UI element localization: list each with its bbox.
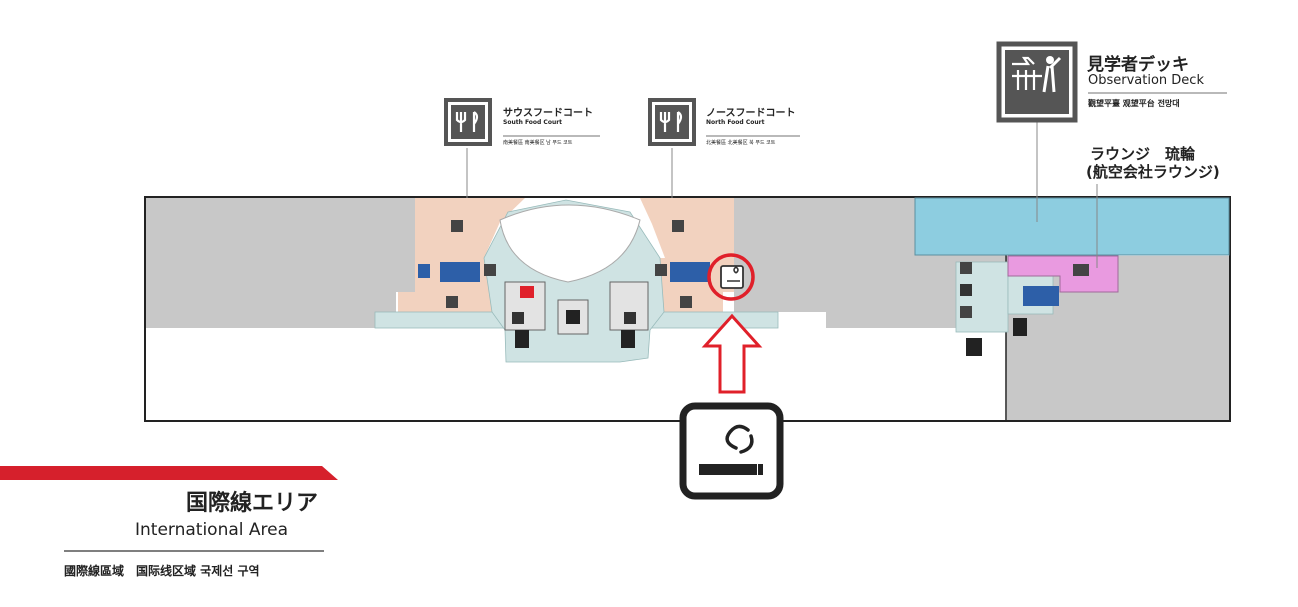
transfer-icon: [960, 306, 972, 318]
north-food-court-name-ml: 北美餐區 北美餐区 북 푸드 코트: [706, 140, 776, 146]
restroom-icon: [1023, 286, 1059, 306]
restroom-icon: [670, 262, 710, 282]
pointer-arrow: [701, 313, 763, 394]
area-name-ja: 国際線エリア: [186, 491, 319, 516]
restricted-zone-east: [1006, 256, 1229, 420]
south-food-court-name-ja: サウスフードコート: [503, 108, 593, 119]
atrium-void: [499, 204, 641, 283]
lounge-icon: [1073, 264, 1089, 276]
north-food-court-area: [640, 198, 734, 258]
area-name-en: International Area: [135, 520, 289, 540]
observation-deck-name-ja: 見学者デッキ: [1087, 55, 1189, 75]
restaurant-icon: [655, 264, 667, 276]
restroom-icon: [440, 262, 480, 282]
restaurant-icon: [672, 220, 684, 232]
south-food-court-name-ml: 南美餐區 南美餐区 남 푸드 코트: [503, 140, 573, 146]
cigarette-tip: [758, 464, 763, 475]
fork-knife-icon: [455, 111, 479, 132]
restaurant-icon: [446, 296, 458, 308]
information-icon: [960, 284, 972, 296]
transfer-icon: [960, 262, 972, 274]
observation-deck-name-en: Observation Deck: [1088, 73, 1204, 88]
escalator-icon: [512, 312, 524, 324]
south-food-court-area: [415, 198, 525, 258]
fork-knife-icon: [659, 111, 683, 132]
south-food-icon: [451, 105, 485, 139]
area-stripe: [0, 466, 338, 480]
restaurant-icon: [680, 296, 692, 308]
person-icon: [1046, 56, 1054, 64]
lift-icon: [515, 330, 529, 348]
person-body: [1042, 56, 1062, 93]
north-food-icon: [655, 105, 689, 139]
smoking-icon: [725, 424, 754, 454]
lift-icon: [1013, 318, 1027, 336]
observation-deck-area: [914, 197, 1230, 256]
lounge-area: [1007, 255, 1119, 293]
observation-deck-name-ml: 觀望平臺 观望平台 전망대: [1088, 99, 1180, 108]
north-food-court-name-ja: ノースフードコート: [706, 108, 796, 119]
smoking-room-icon: [720, 265, 744, 289]
restricted-zone-west: [146, 198, 415, 328]
cigarette-icon: [699, 464, 757, 475]
restaurant-icon: [484, 264, 496, 276]
atm-icon: [520, 286, 534, 298]
east-corridor: [955, 261, 1009, 333]
lounge-name: ラウンジ 琉輪: [1090, 145, 1196, 163]
smoking-room-highlight: [707, 253, 755, 301]
north-food-court-name-en: North Food Court: [706, 119, 765, 126]
restaurant-icon: [451, 220, 463, 232]
south-food-court-name-en: South Food Court: [503, 119, 563, 126]
area-name-ml: 國際線區域 国际线区域 국제선 구역: [64, 564, 260, 578]
lounge-subtitle: (航空会社ラウンジ): [1086, 163, 1220, 181]
escalator-icon: [566, 310, 580, 324]
airplane-icon: [1012, 56, 1042, 90]
smoking-sign-frame: [679, 402, 784, 500]
escalator-icon: [966, 338, 982, 356]
lift-icon: [621, 330, 635, 348]
restricted-zone-center: [734, 198, 1005, 328]
smoking-room-icon-glyph: [727, 266, 740, 282]
escalator-icon: [624, 312, 636, 324]
nursing-room-icon: [418, 264, 430, 278]
